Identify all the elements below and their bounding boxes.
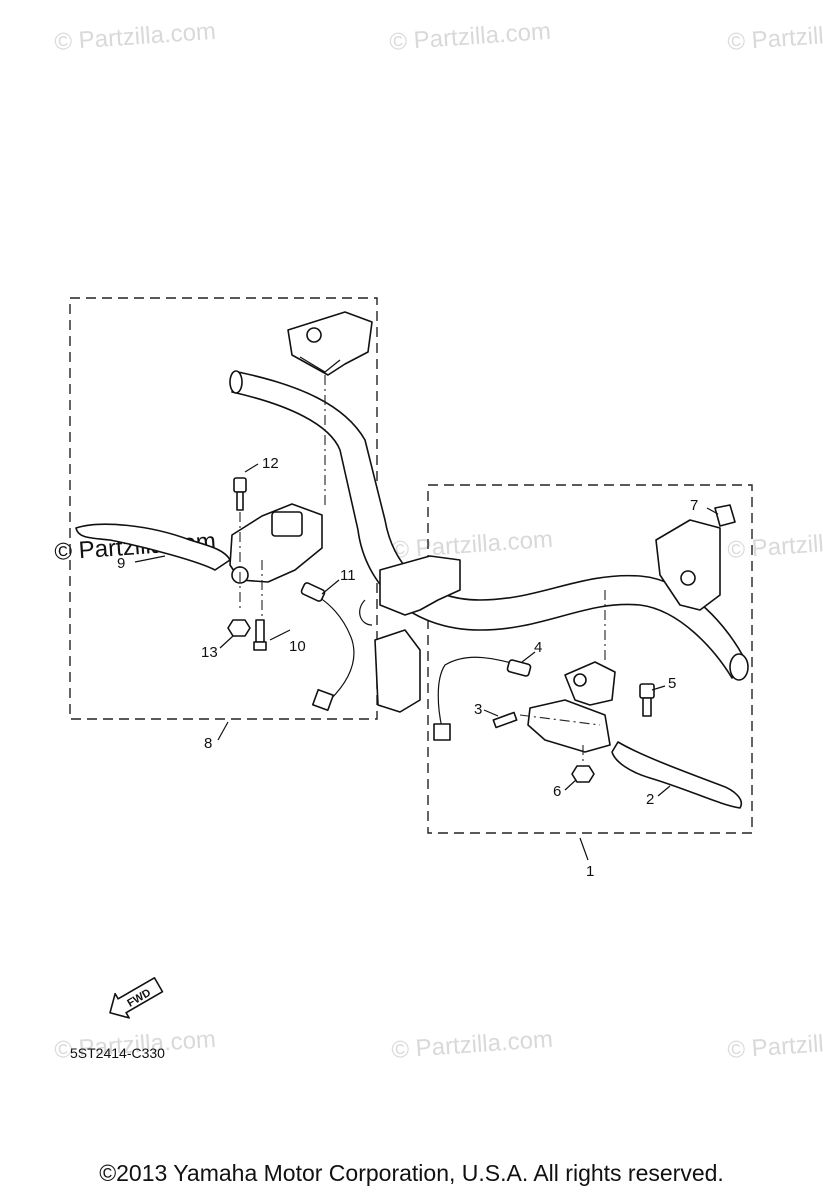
callout-11: 11	[340, 567, 356, 584]
left-master-cylinder	[229, 503, 323, 584]
watermark-text: © Partzilla.com	[391, 1026, 554, 1064]
watermark-text: © Partzilla.c	[727, 528, 823, 564]
right-switch-housing	[655, 504, 736, 611]
watermark-text: © Partzilla.com	[391, 526, 554, 564]
bolt-10	[253, 619, 267, 651]
handlebar	[229, 370, 749, 681]
watermark-text: © Partzilla.com	[389, 18, 552, 56]
callout-12: 12	[262, 455, 279, 472]
right-master-cylinder	[527, 661, 616, 753]
assembly-box-1	[427, 484, 753, 834]
callout-10: 10	[289, 638, 306, 655]
right-switch-wire	[433, 656, 532, 741]
bolt-5	[639, 683, 655, 717]
leader-lines	[134, 463, 719, 861]
copyright-text: ©2013 Yamaha Motor Corporation, U.S.A. A…	[99, 1160, 724, 1186]
left-switch-wire	[300, 582, 355, 712]
diagram-code: 5ST2414-C330	[70, 1045, 165, 1061]
bolt-12	[233, 477, 247, 511]
callout-9: 9	[117, 555, 125, 572]
assembly-line	[519, 714, 601, 726]
left-switch-housing	[287, 311, 373, 376]
callout-5: 5	[668, 675, 676, 692]
callout-6: 6	[553, 783, 561, 800]
nut-6	[571, 765, 595, 783]
callout-8: 8	[204, 735, 212, 752]
callout-1: 1	[586, 863, 594, 880]
watermark-text: © Partzilla.c	[727, 1028, 823, 1064]
nut-13	[227, 619, 251, 637]
callout-4: 4	[534, 639, 542, 656]
fwd-arrow-icon: FWD	[109, 977, 164, 1019]
handlebar-bracket	[359, 555, 461, 713]
left-lever	[75, 523, 231, 571]
callout-7: 7	[690, 497, 698, 514]
watermark-group: © Partzilla.com © Partzilla.com © Partzi…	[54, 18, 823, 1064]
callout-13: 13	[201, 644, 218, 661]
fwd-label: FWD	[125, 987, 153, 1010]
watermark-text: © Partzilla.c	[727, 20, 823, 56]
watermark-text: © Partzilla.com	[54, 18, 217, 56]
screw-3	[492, 711, 518, 729]
callout-2: 2	[646, 791, 654, 808]
right-lever	[611, 741, 742, 809]
callout-3: 3	[474, 701, 482, 718]
